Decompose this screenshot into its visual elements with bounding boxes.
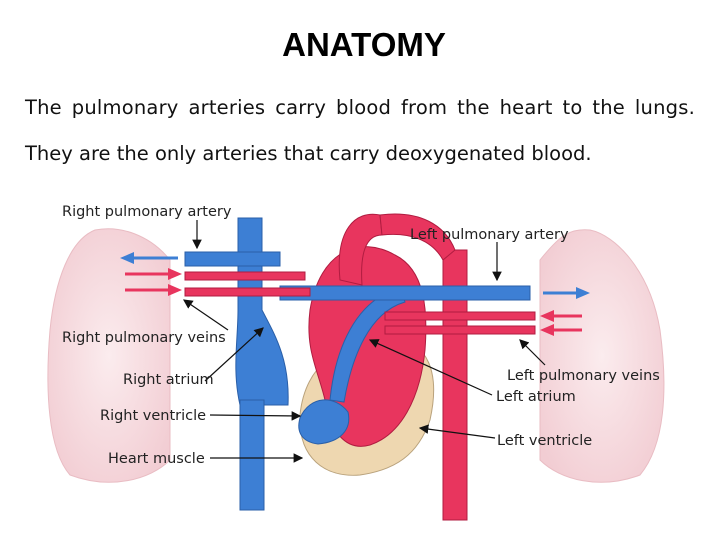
label-right-ventricle: Right ventricle xyxy=(100,408,206,424)
label-right-atrium: Right atrium xyxy=(123,372,214,388)
aorta-top xyxy=(379,213,456,261)
right-lung xyxy=(47,228,171,483)
label-right-pulmonary-artery: Right pulmonary artery xyxy=(62,204,232,220)
label-left-pulmonary-artery: Left pulmonary artery xyxy=(410,227,569,243)
left-pulmonary-vein-1 xyxy=(384,311,536,321)
inferior-vena-cava xyxy=(239,399,265,511)
right-pulmonary-vein-1 xyxy=(184,271,306,281)
description-line-2: They are the only arteries that carry de… xyxy=(25,142,592,165)
label-left-atrium: Left atrium xyxy=(496,389,576,405)
right-pulmonary-artery-vessel xyxy=(184,251,281,267)
label-left-ventricle: Left ventricle xyxy=(497,433,592,449)
left-pulmonary-vein-2 xyxy=(384,325,536,335)
heart-anatomy-diagram: Right pulmonary artery Left pulmonary ar… xyxy=(47,204,665,521)
right-pulmonary-vein-2 xyxy=(184,287,311,297)
label-left-pulmonary-veins: Left pulmonary veins xyxy=(507,368,660,384)
left-pulmonary-artery-vessel xyxy=(279,285,531,301)
description-line-1: The pulmonary arteries carry blood from … xyxy=(25,96,695,119)
superior-vena-cava xyxy=(235,217,289,406)
page-title: ANATOMY xyxy=(282,26,446,63)
right-ventricle-shape xyxy=(298,399,350,445)
label-heart-muscle: Heart muscle xyxy=(108,451,205,467)
label-right-pulmonary-veins: Right pulmonary veins xyxy=(62,330,226,346)
leader-lines xyxy=(183,220,546,463)
blood-flow-arrows xyxy=(120,252,590,336)
